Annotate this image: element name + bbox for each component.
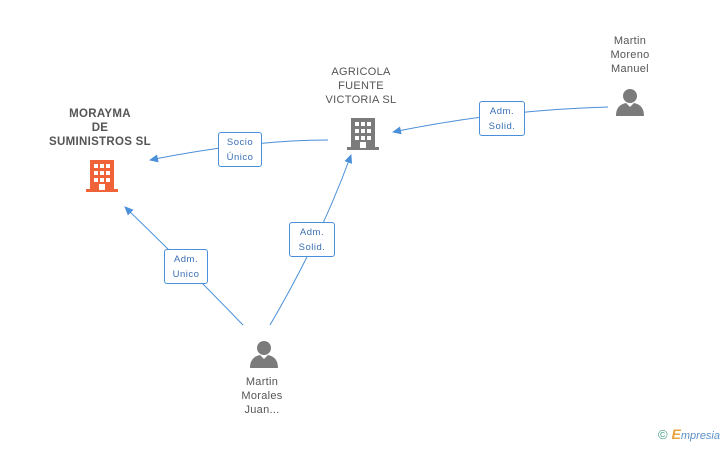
node-label-martin-morales[interactable]: Martin Morales Juan... [241,376,283,416]
edge-label-socio-unico: Socio Único [218,132,262,167]
edge-label-adm-solid-moreno: Adm. Solid. [479,101,525,136]
building-icon[interactable] [346,115,380,151]
node-label-agricola[interactable]: AGRICOLA FUENTE VICTORIA SL [325,66,397,106]
person-icon[interactable] [615,87,645,117]
brand-name: mpresia [680,430,720,442]
building-icon[interactable] [85,157,119,193]
brand-initial: E [671,426,681,442]
node-label-morayma[interactable]: MORAYMA DE SUMINISTROS SL [49,108,151,148]
empresia-logo: ©Empresia [658,426,720,442]
edge-label-adm-solid-agricola: Adm. Solid. [289,222,335,257]
person-icon[interactable] [249,339,279,369]
node-label-martin-moreno[interactable]: Martin Moreno Manuel [610,35,650,75]
edge-label-adm-unico: Adm. Unico [164,249,208,284]
copyright-icon: © [657,427,668,442]
